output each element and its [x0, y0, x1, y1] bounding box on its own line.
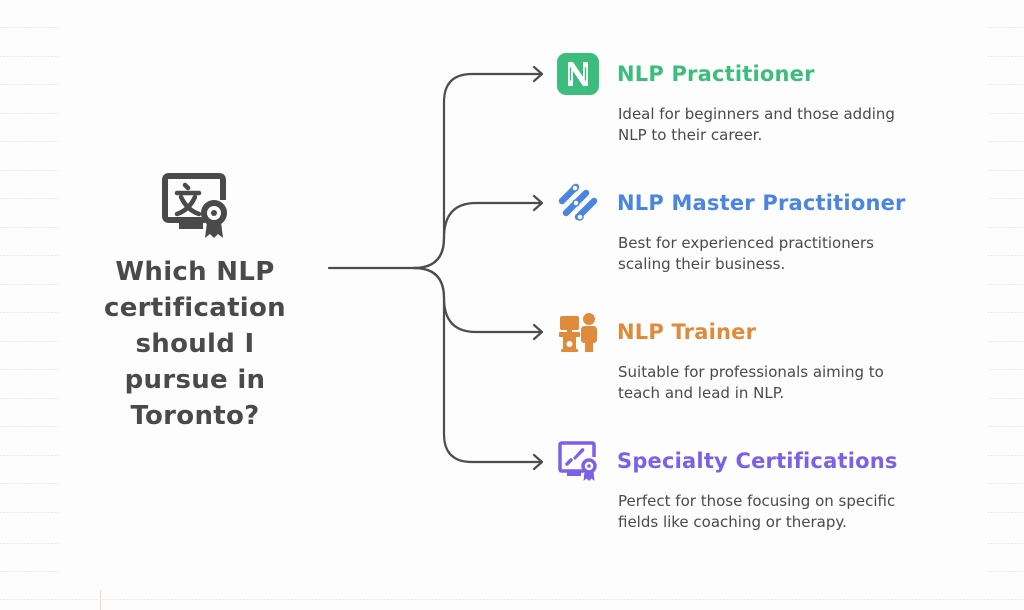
- option-nlp-master-practitioner: NLP Master Practitioner Best for experie…: [556, 181, 976, 275]
- option-description: Perfect for those focusing on specific f…: [618, 491, 958, 533]
- option-title: NLP Trainer: [617, 320, 757, 344]
- central-question: Which NLP certification should I pursue …: [70, 170, 320, 434]
- description-line: Perfect for those focusing on specific: [618, 492, 896, 510]
- description-line: scaling their business.: [618, 255, 786, 273]
- question-line: Toronto?: [130, 401, 260, 431]
- connector-to-option-4: [412, 266, 543, 464]
- option-nlp-practitioner: NLP Practitioner Ideal for beginners and…: [556, 52, 976, 146]
- description-line: Best for experienced practitioners: [618, 234, 874, 252]
- specialty-certificate-monitor-icon: [558, 441, 597, 481]
- trainer-podium-icon: [559, 313, 597, 352]
- arrowhead-option-4: [532, 453, 544, 471]
- question-line: certification: [103, 293, 286, 323]
- option-title: NLP Practitioner: [617, 62, 815, 86]
- connector-to-option-3: [412, 266, 543, 334]
- option-nlp-trainer: NLP Trainer Suitable for professionals a…: [556, 310, 976, 404]
- description-line: Suitable for professionals aiming to: [618, 363, 884, 381]
- arrowhead-option-3: [532, 323, 544, 341]
- question-line: pursue in: [124, 365, 266, 395]
- option-title: NLP Master Practitioner: [617, 191, 906, 215]
- option-description: Suitable for professionals aiming to tea…: [618, 362, 958, 404]
- option-description: Best for experienced practitioners scali…: [618, 233, 958, 275]
- description-line: NLP to their career.: [618, 126, 763, 144]
- slider-bars-icon: [558, 183, 598, 221]
- description-line: fields like coaching or therapy.: [618, 513, 847, 531]
- question-line: should I: [135, 329, 255, 359]
- arrowhead-option-1: [532, 65, 544, 83]
- description-line: teach and lead in NLP.: [618, 384, 785, 402]
- nlp-n-badge-icon: [557, 53, 599, 95]
- connector-to-option-2: [412, 201, 543, 270]
- option-specialty-certifications: Specialty Certifications Perfect for tho…: [556, 439, 976, 533]
- description-line: Ideal for beginners and those adding: [618, 105, 895, 123]
- arrowhead-option-2: [532, 194, 544, 212]
- option-title: Specialty Certifications: [617, 449, 898, 473]
- question-line: Which NLP: [115, 257, 275, 287]
- connector-to-option-1: [412, 72, 543, 270]
- question-title: Which NLP certification should I pursue …: [70, 254, 320, 434]
- certificate-translation-monitor-icon: [162, 173, 227, 238]
- option-description: Ideal for beginners and those adding NLP…: [618, 104, 958, 146]
